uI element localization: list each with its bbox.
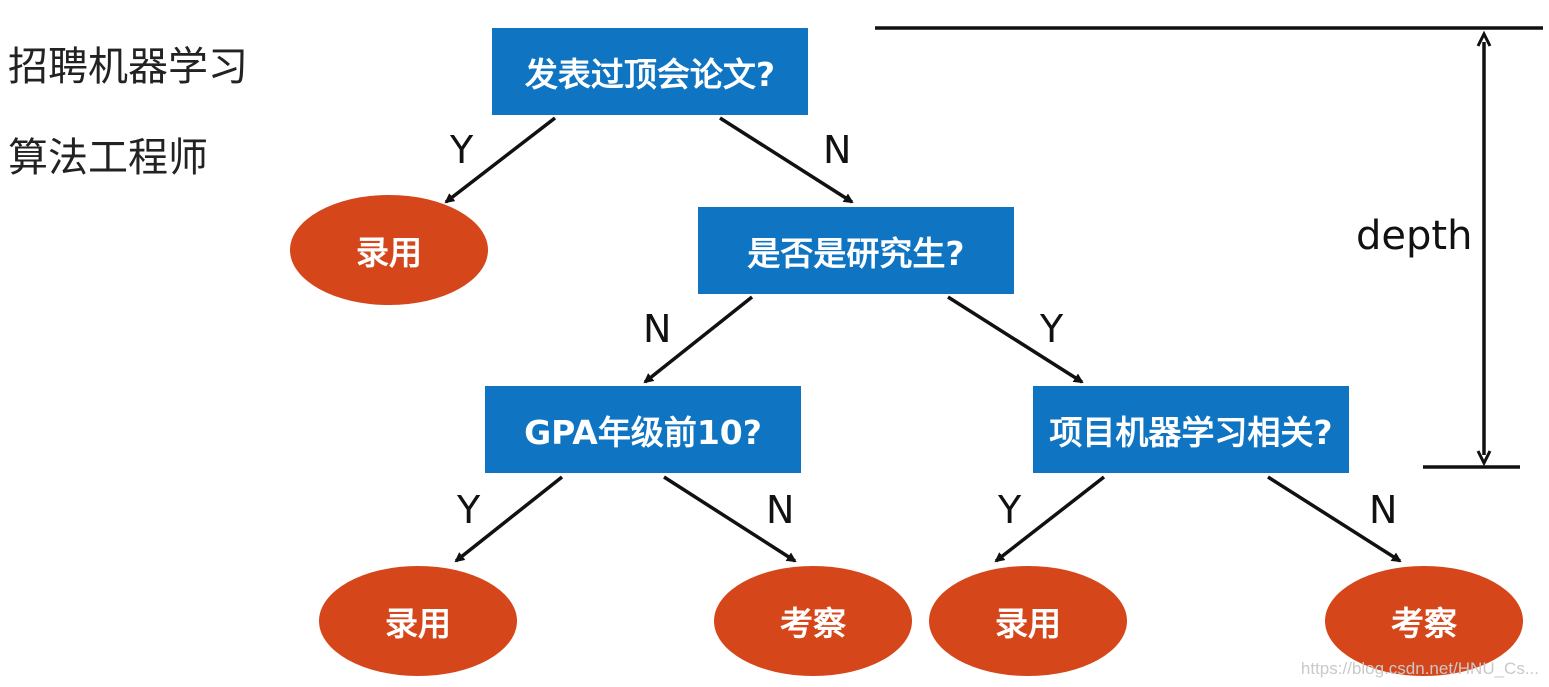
depth-label: depth	[1356, 213, 1473, 259]
leaf-node-hire-3: 录用	[929, 566, 1127, 676]
edge-label-gpa-yes: Y	[457, 488, 481, 532]
edge-root-yes	[444, 116, 557, 204]
title-line-1: 招聘机器学习	[8, 44, 248, 90]
decision-node-root: 发表过顶会论文?	[492, 28, 808, 115]
edge-label-grad-yes: Y	[1040, 307, 1064, 351]
decision-node-project: 项目机器学习相关?	[1033, 386, 1349, 473]
leaf-node-hire-1: 录用	[290, 195, 488, 305]
edge-gpa-yes	[454, 475, 564, 563]
depth-arrow-top-head	[1476, 30, 1492, 47]
leaf-node-review-2: 考察	[1325, 566, 1523, 676]
edge-project-no	[1267, 475, 1402, 563]
depth-arrow-bottom-head	[1476, 450, 1492, 467]
edge-label-project-no: N	[1369, 488, 1398, 532]
edge-label-grad-no: N	[643, 307, 672, 351]
decision-node-gpa: GPA年级前10?	[485, 386, 801, 473]
edge-grad-yes	[947, 295, 1084, 384]
edge-label-root-no: N	[823, 128, 852, 172]
leaf-node-hire-2: 录用	[319, 566, 517, 676]
watermark-url: https://blog.csdn.net/HNU_Cs...	[1300, 659, 1539, 678]
edge-grad-no	[643, 295, 754, 384]
title-line-2: 算法工程师	[8, 135, 208, 181]
edge-project-yes	[994, 475, 1106, 563]
edge-root-no	[719, 116, 854, 204]
edge-label-gpa-no: N	[766, 488, 795, 532]
decision-node-grad: 是否是研究生?	[698, 207, 1014, 294]
leaf-node-review-1: 考察	[714, 566, 912, 676]
edge-label-root-yes: Y	[450, 128, 474, 172]
edge-label-project-yes: Y	[998, 488, 1022, 532]
edge-gpa-no	[663, 475, 797, 563]
